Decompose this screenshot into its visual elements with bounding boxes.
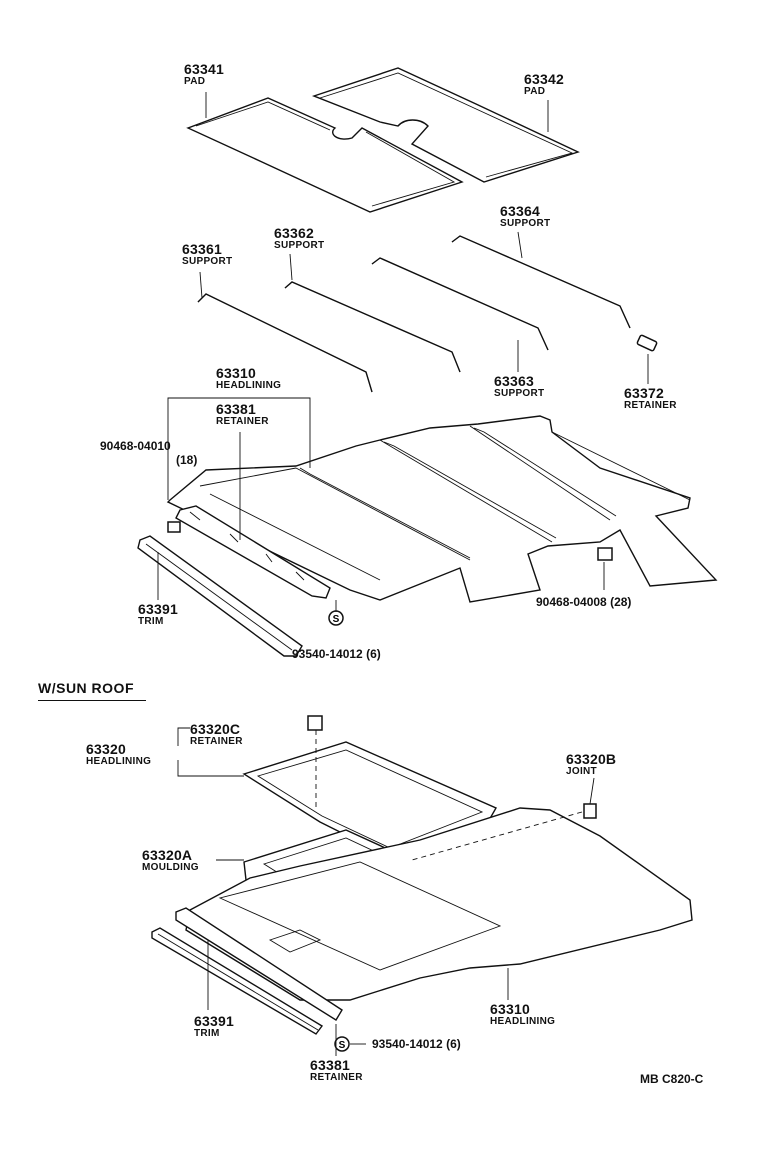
part-number: 90468-04010 — [100, 439, 171, 453]
part-name: RETAINER — [190, 736, 243, 747]
label-63341: 63341 PAD — [184, 62, 224, 87]
label-63381: 63381 RETAINER — [216, 402, 269, 427]
part-name: RETAINER — [310, 1072, 363, 1083]
part-name: HEADLINING — [86, 756, 152, 767]
part-name: HEADLINING — [216, 380, 282, 391]
part-name: PAD — [184, 76, 206, 87]
label-63310-sunroof: 63310 HEADLINING — [490, 1002, 555, 1027]
label-63381-sunroof: 63381 RETAINER — [310, 1058, 363, 1083]
support-63364 — [451, 235, 631, 329]
leader-lines — [157, 92, 649, 1056]
part-name: SUPPORT — [274, 240, 325, 251]
part-number: 63320B — [566, 751, 617, 767]
pad-63342 — [311, 67, 580, 183]
part-number: 63341 — [184, 61, 224, 77]
label-63391: 63391 TRIM — [138, 602, 178, 627]
part-number: 90468-04008 (28) — [536, 595, 632, 609]
label-93540-14012-sunroof: 93540-14012 (6) — [372, 1038, 461, 1050]
part-number: 63361 — [182, 241, 222, 257]
part-number: 63362 — [274, 225, 314, 241]
screw-symbol-2 — [334, 1036, 350, 1052]
part-number: 63310 — [490, 1001, 530, 1017]
part-number: 63320 — [86, 741, 126, 757]
part-name: TRIM — [138, 616, 164, 627]
clip-90468-04010 — [167, 521, 181, 533]
part-number: 63364 — [500, 203, 540, 219]
part-number: 63381 — [216, 401, 256, 417]
part-name: JOINT — [566, 766, 597, 777]
part-number: 93540-14012 (6) — [292, 647, 381, 661]
headlining-63310 — [166, 415, 718, 603]
diagram-code: MB C820-C — [640, 1072, 704, 1086]
joint-63320b — [583, 803, 597, 819]
label-63372: 63372 RETAINER — [624, 386, 677, 411]
part-number: 63372 — [624, 385, 664, 401]
retainer-63320c — [307, 715, 323, 731]
part-number: 63391 — [138, 601, 178, 617]
part-qty: (18) — [176, 453, 198, 467]
part-name: MOULDING — [142, 862, 199, 873]
part-name: RETAINER — [216, 416, 269, 427]
retainer-63381 — [175, 505, 331, 599]
support-63363 — [371, 257, 549, 351]
screw-symbol-letter: S — [333, 614, 340, 625]
pad-63341 — [186, 97, 464, 213]
part-name: PAD — [524, 86, 546, 97]
label-63364: 63364 SUPPORT — [500, 204, 550, 229]
part-number: 63363 — [494, 373, 534, 389]
trim-63391 — [137, 535, 303, 657]
part-name: HEADLINING — [490, 1016, 556, 1027]
label-63320c: 63320C RETAINER — [190, 722, 243, 747]
part-number: 63391 — [194, 1013, 234, 1029]
headlining-63310-sunroof — [185, 807, 693, 1001]
label-63363: 63363 SUPPORT — [494, 374, 544, 399]
label-90468-04008: 90468-04008 (28) — [536, 596, 631, 608]
label-63320a: 63320A MOULDING — [142, 848, 199, 873]
part-number: 93540-14012 (6) — [372, 1037, 461, 1051]
part-name: TRIM — [194, 1028, 220, 1039]
part-number: 63310 — [216, 365, 256, 381]
part-name: SUPPORT — [500, 218, 551, 229]
label-63361: 63361 SUPPORT — [182, 242, 232, 267]
retainer-63372-clip — [636, 334, 658, 352]
part-name: SUPPORT — [182, 256, 233, 267]
part-name: RETAINER — [624, 400, 677, 411]
label-63320b: 63320B JOINT — [566, 752, 616, 777]
clip-90468-04008 — [597, 547, 613, 561]
part-number: 63381 — [310, 1057, 350, 1073]
part-number: 63342 — [524, 71, 564, 87]
label-63320: 63320 HEADLINING — [86, 742, 151, 767]
part-name: SUPPORT — [494, 388, 545, 399]
part-number: 63320C — [190, 721, 241, 737]
label-63310: 63310 HEADLINING — [216, 366, 281, 391]
label-63362: 63362 SUPPORT — [274, 226, 324, 251]
support-63362 — [284, 281, 461, 373]
label-63342: 63342 PAD — [524, 72, 564, 97]
screw-symbol-letter-2: S — [339, 1040, 346, 1051]
label-90468-04010: 90468-04010 (18) — [100, 440, 197, 466]
label-93540-14012: 93540-14012 (6) — [292, 648, 381, 660]
label-63391-sunroof: 63391 TRIM — [194, 1014, 234, 1039]
retainer-63381-sunroof — [175, 907, 343, 1021]
section-title: W/SUN ROOF — [38, 680, 146, 701]
part-number: 63320A — [142, 847, 193, 863]
